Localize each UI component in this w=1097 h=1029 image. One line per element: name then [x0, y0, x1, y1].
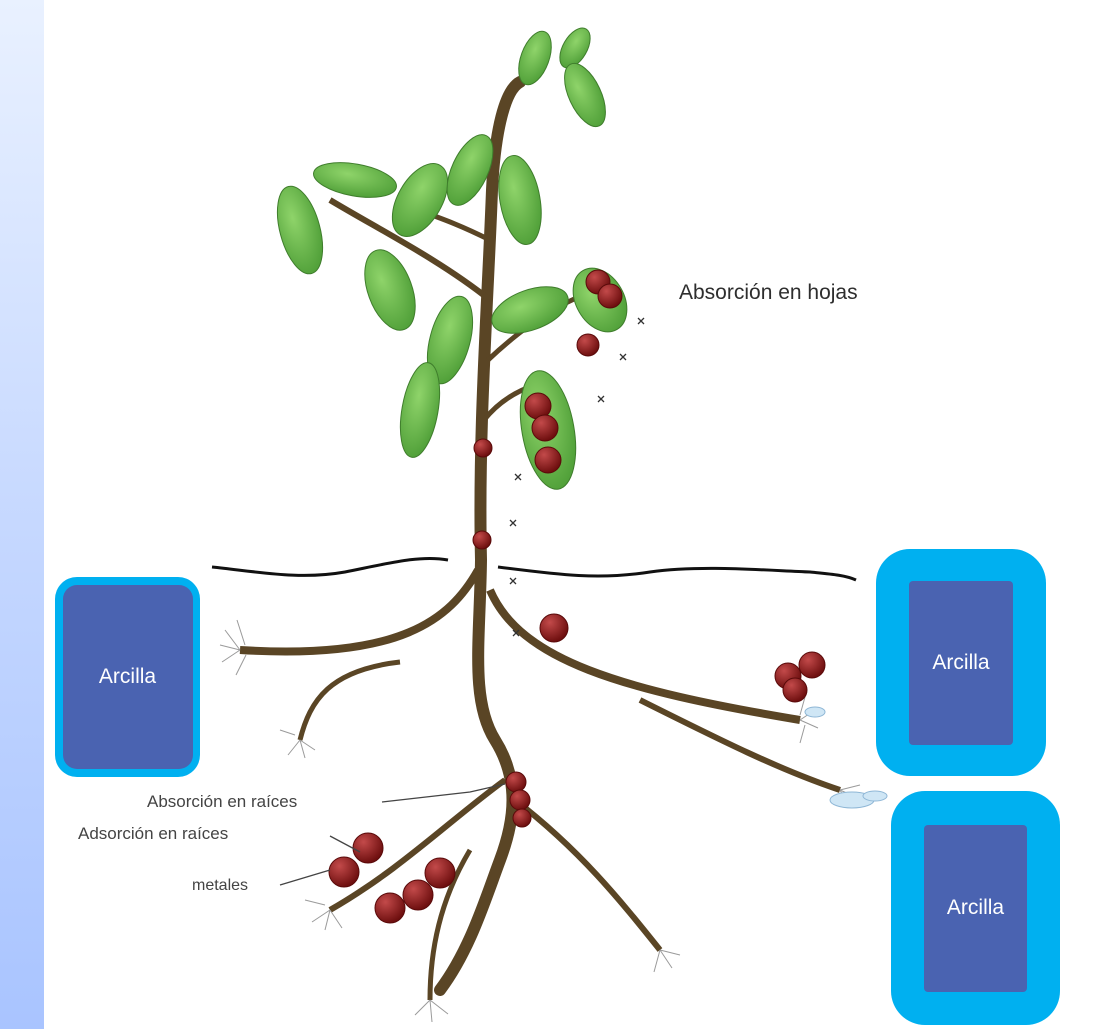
leaves — [269, 23, 638, 494]
clay-box-left: Arcilla — [55, 577, 200, 777]
soil-line — [212, 558, 856, 580]
ion-symbols — [510, 318, 644, 636]
clay-box-right-top: Arcilla — [876, 549, 1046, 776]
label-root-adsorption: Adsorción en raíces — [78, 824, 228, 844]
clay-label: Arcilla — [909, 581, 1013, 745]
left-gradient-strip — [0, 0, 44, 1029]
label-root-absorption: Absorción en raíces — [147, 792, 297, 812]
label-metals: metales — [192, 877, 248, 895]
root — [240, 570, 478, 652]
clay-label: Arcilla — [63, 585, 193, 769]
clay-label: Arcilla — [924, 825, 1027, 992]
water-drops — [805, 707, 887, 808]
root — [515, 800, 660, 950]
root — [300, 662, 400, 740]
metal-particles — [329, 270, 825, 923]
label-leaf-absorption: Absorción en hojas — [679, 281, 858, 305]
clay-box-right-bottom: Arcilla — [891, 791, 1060, 1025]
